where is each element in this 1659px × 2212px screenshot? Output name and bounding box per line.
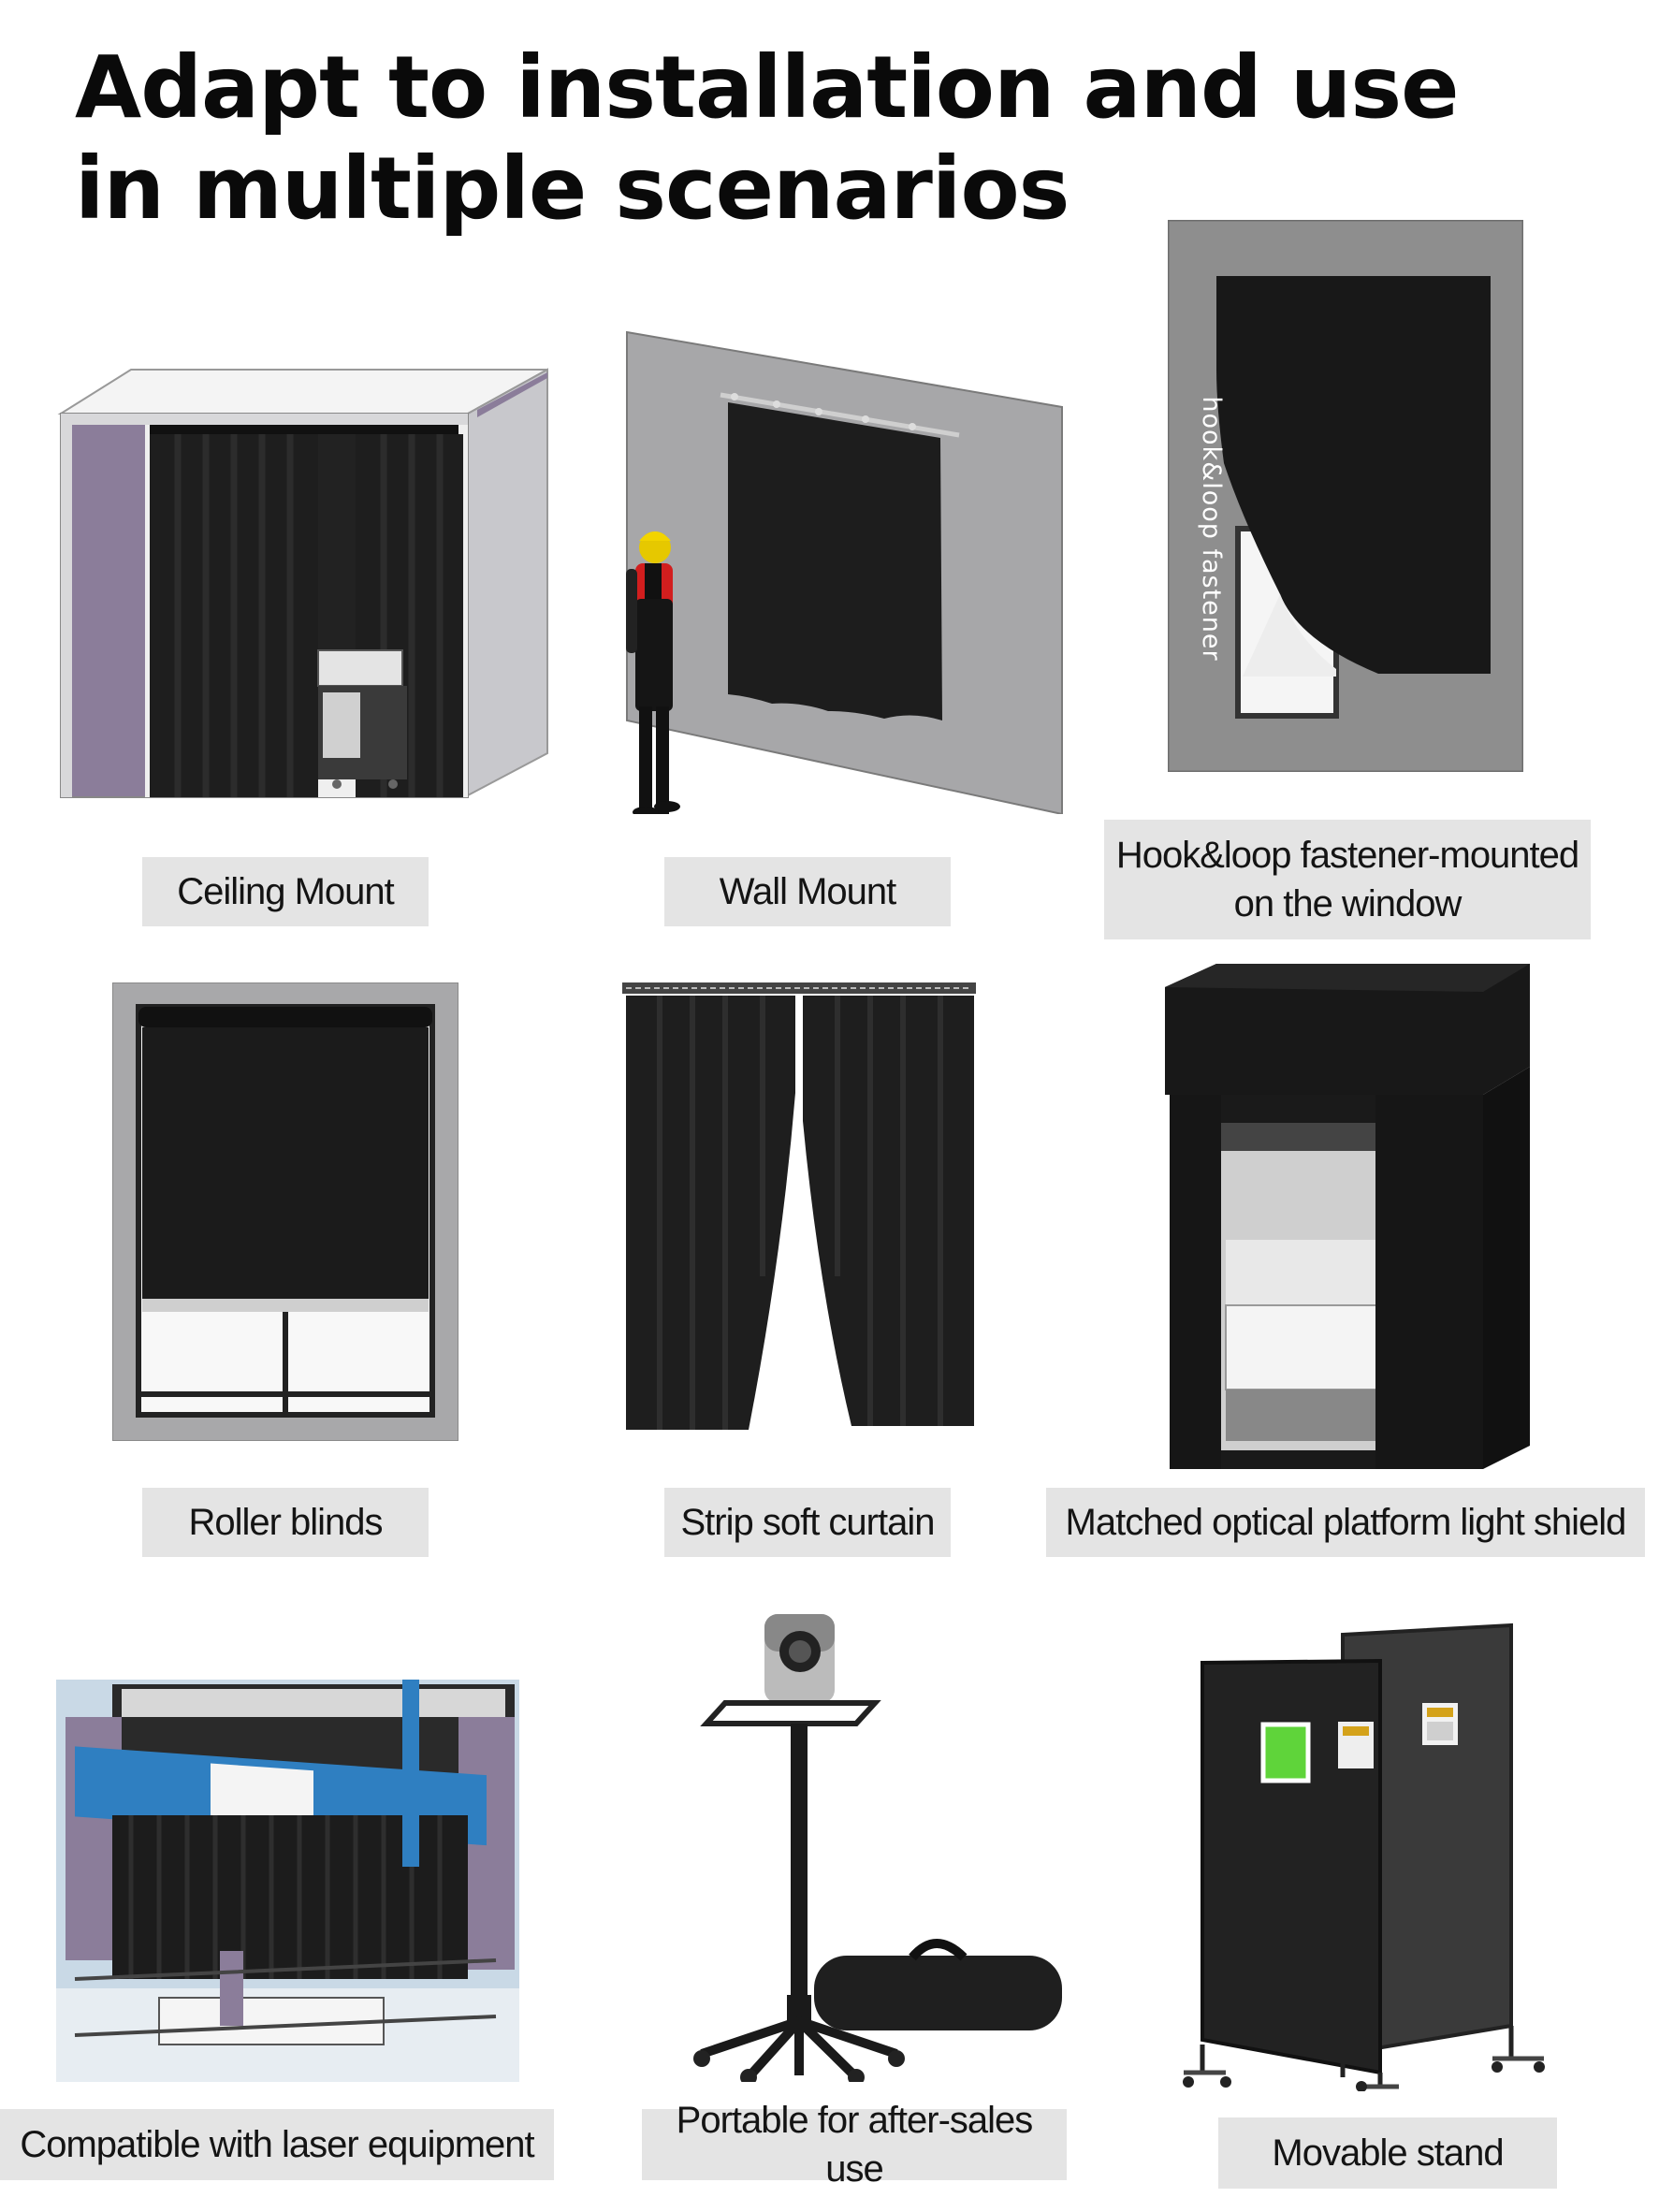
label-hook-loop-window: Hook&loop fastener-mounted on the window — [1104, 820, 1591, 939]
label-laser-equipment: Compatible with laser equipment — [0, 2109, 554, 2180]
portable-stand-illustration — [688, 1609, 1067, 2082]
label-strip-soft-curtain: Strip soft curtain — [664, 1488, 951, 1557]
label-portable-after-sales: Portable for after-sales use — [642, 2100, 1067, 2190]
label-optical-platform-shield: Matched optical platform light shield — [1046, 1488, 1645, 1557]
label-roller-blinds: Roller blinds — [142, 1488, 429, 1557]
wall-mount-illustration — [604, 327, 1071, 814]
label-ceiling-mount: Ceiling Mount — [142, 857, 429, 926]
optical-shield-illustration — [1151, 959, 1544, 1483]
hook-loop-window-illustration: hook&loop fastener — [1168, 220, 1523, 772]
movable-stand-illustration — [1174, 1614, 1563, 2091]
ceiling-mount-illustration — [56, 365, 552, 805]
label-wall-mount: Wall Mount — [664, 857, 951, 926]
label-movable-stand: Movable stand — [1218, 2117, 1557, 2189]
laser-equipment-illustration — [56, 1680, 519, 2082]
strip-curtain-illustration — [622, 981, 978, 1439]
hook-loop-overlay-text: hook&loop fastener — [1197, 396, 1226, 662]
roller-blinds-illustration — [112, 982, 458, 1441]
page-title: Adapt to installation and use in multipl… — [75, 37, 1460, 239]
